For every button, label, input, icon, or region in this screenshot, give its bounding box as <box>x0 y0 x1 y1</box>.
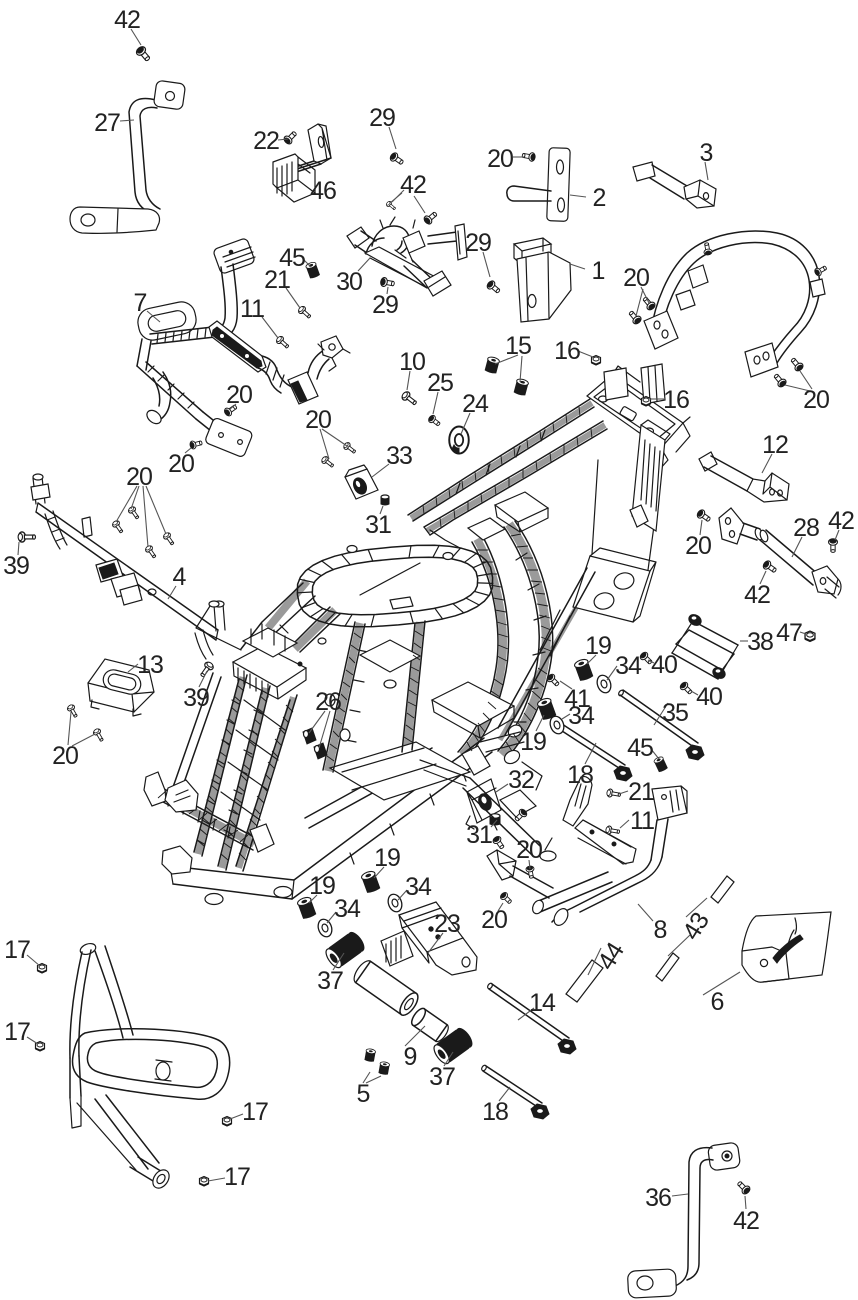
svg-text:6: 6 <box>711 988 724 1016</box>
svg-text:34: 34 <box>568 702 595 730</box>
svg-text:34: 34 <box>615 652 642 680</box>
svg-text:45: 45 <box>627 734 653 762</box>
svg-text:5: 5 <box>357 1080 370 1108</box>
svg-text:20: 20 <box>52 742 78 770</box>
svg-text:10: 10 <box>399 348 425 376</box>
svg-text:34: 34 <box>334 895 361 923</box>
svg-text:8: 8 <box>654 916 667 944</box>
svg-text:42: 42 <box>400 171 426 199</box>
svg-text:28: 28 <box>793 514 819 542</box>
svg-text:20: 20 <box>803 386 829 414</box>
svg-text:22: 22 <box>253 127 279 155</box>
svg-text:17: 17 <box>224 1163 250 1191</box>
svg-text:33: 33 <box>386 442 412 470</box>
svg-text:30: 30 <box>336 268 362 296</box>
svg-text:11: 11 <box>630 807 654 835</box>
svg-text:29: 29 <box>369 104 395 132</box>
svg-text:40: 40 <box>696 683 722 711</box>
svg-text:41: 41 <box>564 685 590 713</box>
svg-text:20: 20 <box>226 381 252 409</box>
svg-text:18: 18 <box>567 761 593 789</box>
svg-text:35: 35 <box>662 699 688 727</box>
svg-text:17: 17 <box>242 1098 268 1126</box>
svg-text:25: 25 <box>427 369 453 397</box>
svg-text:19: 19 <box>520 728 546 756</box>
svg-text:31: 31 <box>365 511 391 539</box>
svg-text:21: 21 <box>628 778 654 806</box>
svg-text:11: 11 <box>240 295 264 323</box>
svg-text:26: 26 <box>315 688 341 716</box>
svg-text:31: 31 <box>466 821 492 849</box>
svg-text:17: 17 <box>4 1018 30 1046</box>
svg-text:4: 4 <box>173 563 187 591</box>
svg-text:39: 39 <box>3 552 29 580</box>
svg-text:19: 19 <box>309 872 335 900</box>
svg-text:15: 15 <box>505 332 531 360</box>
svg-text:27: 27 <box>94 109 120 137</box>
svg-text:3: 3 <box>700 139 713 167</box>
svg-text:37: 37 <box>317 967 343 995</box>
svg-text:38: 38 <box>747 628 773 656</box>
svg-text:14: 14 <box>529 989 556 1017</box>
svg-text:45: 45 <box>279 244 305 272</box>
svg-text:29: 29 <box>465 229 491 257</box>
svg-text:47: 47 <box>776 619 802 647</box>
svg-text:42: 42 <box>733 1207 759 1235</box>
svg-text:20: 20 <box>623 264 649 292</box>
svg-text:20: 20 <box>168 450 194 478</box>
svg-text:34: 34 <box>405 873 432 901</box>
svg-text:13: 13 <box>137 651 163 679</box>
svg-text:21: 21 <box>264 266 290 294</box>
svg-text:16: 16 <box>554 337 580 365</box>
svg-text:12: 12 <box>762 431 788 459</box>
svg-text:20: 20 <box>487 145 513 173</box>
svg-text:17: 17 <box>4 936 30 964</box>
svg-text:32: 32 <box>508 766 534 794</box>
svg-text:18: 18 <box>482 1098 508 1126</box>
svg-text:2: 2 <box>593 184 606 212</box>
svg-text:20: 20 <box>305 406 331 434</box>
svg-text:42: 42 <box>114 6 140 34</box>
svg-text:39: 39 <box>183 684 209 712</box>
svg-text:23: 23 <box>434 910 460 938</box>
svg-text:1: 1 <box>592 257 605 285</box>
svg-text:16: 16 <box>663 386 689 414</box>
svg-text:19: 19 <box>374 844 400 872</box>
svg-text:36: 36 <box>645 1184 671 1212</box>
svg-text:20: 20 <box>516 836 542 864</box>
svg-text:20: 20 <box>685 532 711 560</box>
svg-text:40: 40 <box>651 651 677 679</box>
svg-text:20: 20 <box>126 463 152 491</box>
svg-text:42: 42 <box>744 581 770 609</box>
svg-text:24: 24 <box>462 390 489 418</box>
svg-text:9: 9 <box>404 1043 417 1071</box>
svg-text:19: 19 <box>585 632 611 660</box>
svg-text:20: 20 <box>481 906 507 934</box>
svg-text:37: 37 <box>429 1063 455 1091</box>
svg-text:42: 42 <box>828 507 854 535</box>
svg-text:46: 46 <box>310 177 336 205</box>
svg-text:7: 7 <box>134 289 147 317</box>
svg-text:29: 29 <box>372 291 398 319</box>
